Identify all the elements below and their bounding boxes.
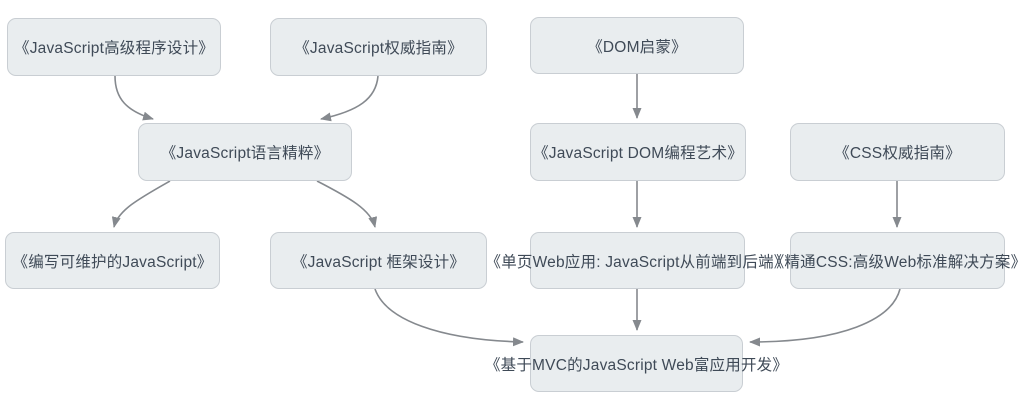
node-js-framework-design: 《JavaScript 框架设计》 bbox=[270, 232, 487, 289]
edge-js-definitive-guide-to-js-good-parts bbox=[320, 75, 379, 122]
node-css-definitive-guide: 《CSS权威指南》 bbox=[790, 123, 1005, 181]
node-label-css-mastery: 《精通CSS:高级Web标准解决方案》 bbox=[768, 253, 1024, 271]
node-dom-enlightenment: 《DOM启蒙》 bbox=[530, 17, 744, 74]
node-label-js-advanced-programming: 《JavaScript高级程序设计》 bbox=[14, 40, 214, 57]
node-spa-web-app: 《单页Web应用: JavaScript从前端到后端》 bbox=[486, 232, 789, 289]
node-label-js-definitive-guide: 《JavaScript权威指南》 bbox=[294, 40, 463, 57]
edge-css-mastery-to-mvc-js-web-app bbox=[749, 288, 901, 347]
node-js-definitive-guide: 《JavaScript权威指南》 bbox=[270, 18, 487, 76]
edge-js-good-parts-to-js-framework-design bbox=[316, 180, 378, 228]
edge-js-good-parts-to-maintainable-js bbox=[111, 180, 171, 228]
node-label-maintainable-js: 《编写可维护的JavaScript》 bbox=[12, 253, 213, 271]
edge-js-framework-design-to-mvc-js-web-app bbox=[374, 288, 524, 347]
node-js-good-parts: 《JavaScript语言精粹》 bbox=[138, 123, 352, 181]
node-label-spa-web-app: 《单页Web应用: JavaScript从前端到后端》 bbox=[485, 253, 790, 271]
node-label-js-dom-art: 《JavaScript DOM编程艺术》 bbox=[533, 145, 743, 162]
node-mvc-js-web-app: 《基于MVC的JavaScript Web富应用开发》 bbox=[485, 335, 788, 392]
edge-js-advanced-programming-to-js-good-parts bbox=[114, 75, 154, 121]
node-label-dom-enlightenment: 《DOM启蒙》 bbox=[587, 38, 687, 56]
node-label-mvc-js-web-app: 《基于MVC的JavaScript Web富应用开发》 bbox=[484, 356, 789, 374]
node-label-css-definitive-guide: 《CSS权威指南》 bbox=[834, 145, 961, 162]
node-js-advanced-programming: 《JavaScript高级程序设计》 bbox=[7, 18, 221, 76]
node-js-dom-art: 《JavaScript DOM编程艺术》 bbox=[530, 123, 746, 181]
node-maintainable-js: 《编写可维护的JavaScript》 bbox=[5, 232, 220, 289]
node-label-js-framework-design: 《JavaScript 框架设计》 bbox=[291, 253, 466, 271]
node-css-mastery: 《精通CSS:高级Web标准解决方案》 bbox=[769, 232, 1024, 289]
node-label-js-good-parts: 《JavaScript语言精粹》 bbox=[160, 145, 330, 162]
